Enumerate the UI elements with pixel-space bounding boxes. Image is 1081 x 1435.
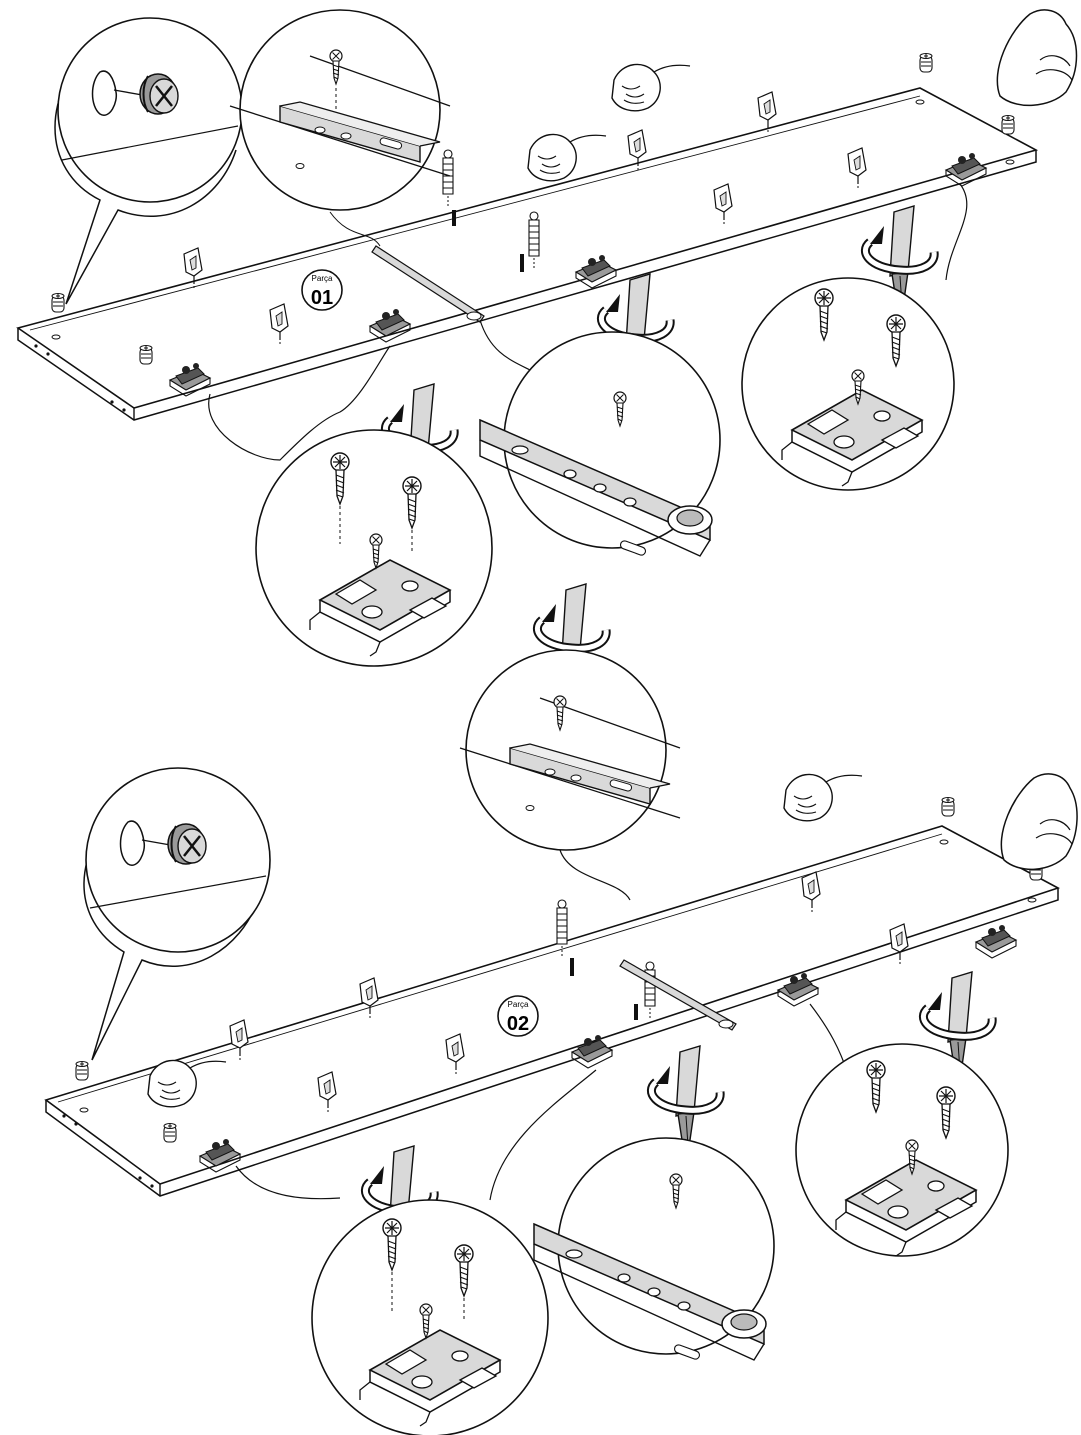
hinge-plate-callout <box>208 345 493 667</box>
svg-text:Parça: Parça <box>508 1000 529 1009</box>
drawer-runner-icon <box>619 959 737 1031</box>
svg-text:02: 02 <box>507 1013 529 1035</box>
cam-lock-callout <box>54 17 243 305</box>
svg-text:01: 01 <box>311 287 333 309</box>
cam-lock-icon <box>139 344 153 365</box>
hinge-plate-callout <box>741 183 968 491</box>
hand-icon <box>783 773 863 822</box>
dowel-icon <box>442 149 454 209</box>
svg-text:Parça: Parça <box>312 274 333 283</box>
drawer-runner-callout <box>479 319 721 557</box>
shelf-support-pin-icon <box>889 923 909 967</box>
hand-icon <box>527 133 607 182</box>
hinge-plate-callout <box>235 1165 549 1435</box>
part-02-label: Parça 02 <box>497 995 539 1037</box>
cam-lock-icon <box>1001 114 1015 135</box>
cam-lock-icon <box>51 292 65 313</box>
cam-lock-icon <box>919 52 933 73</box>
hand-icon <box>611 63 691 112</box>
panel-02: Parça 02 <box>44 767 1078 1435</box>
hinge-mounting-plate-icon <box>975 924 1017 959</box>
track-center-callout <box>459 584 681 901</box>
drawer-runner-callout <box>229 9 451 247</box>
part-01-label: Parça 01 <box>301 269 343 311</box>
drawer-runner-icon <box>371 245 485 323</box>
hand-icon <box>1000 773 1078 871</box>
cam-lock-icon <box>75 1060 89 1081</box>
screwdriver-icon <box>651 1046 720 1150</box>
hinge-plate-callout <box>795 1003 1009 1257</box>
cam-lock-icon <box>163 1122 177 1143</box>
cam-lock-icon <box>941 796 955 817</box>
cam-lock-callout <box>83 767 271 1061</box>
drawer-runner-callout <box>489 1069 775 1361</box>
panel-01: Parça 01 <box>16 9 1078 667</box>
hand-icon <box>996 9 1078 107</box>
